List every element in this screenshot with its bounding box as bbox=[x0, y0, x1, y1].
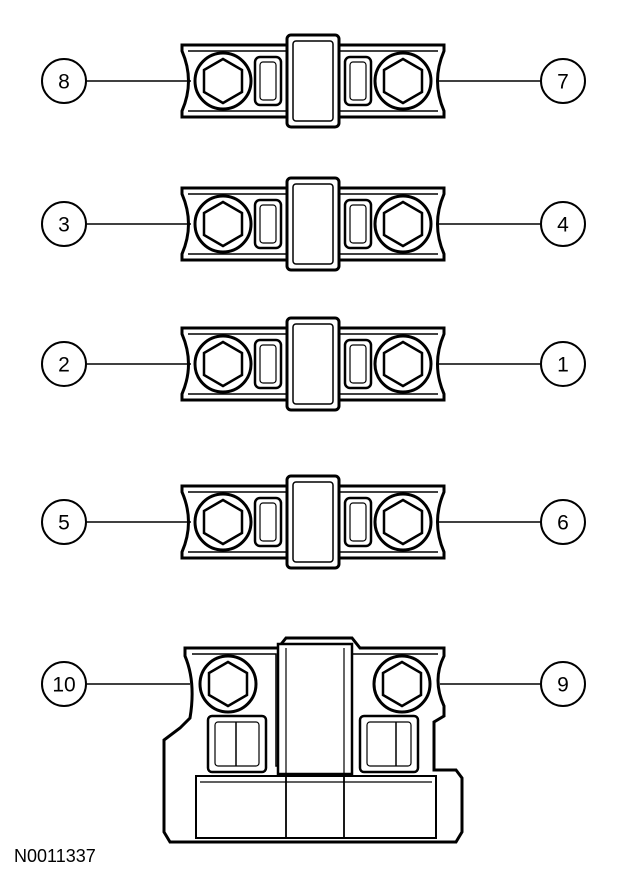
callout-number-left: 2 bbox=[58, 354, 70, 377]
callout-circle-left bbox=[41, 661, 87, 707]
callout-circle-left bbox=[41, 58, 87, 104]
callout-circle-right bbox=[540, 499, 586, 545]
callout-number-right: 1 bbox=[557, 354, 569, 377]
callout-number-left: 3 bbox=[58, 214, 70, 237]
callout-number-left: 10 bbox=[52, 674, 75, 697]
cap-row-4: 5 6 bbox=[41, 474, 586, 570]
callout-number-right: 7 bbox=[557, 71, 569, 94]
cap-row-2: 3 4 bbox=[41, 176, 586, 272]
callout-number-right: 9 bbox=[557, 674, 569, 697]
figure-id-label: N0011337 bbox=[14, 846, 96, 866]
callout-circle-right bbox=[540, 201, 586, 247]
callout-circle-right bbox=[540, 58, 586, 104]
callout-number-left: 8 bbox=[58, 71, 70, 94]
callout-circle-left bbox=[41, 341, 87, 387]
cap-row-5: 10 9 bbox=[41, 636, 586, 844]
callout-number-left: 5 bbox=[58, 512, 70, 535]
callout-circle-right bbox=[540, 341, 586, 387]
cap-row-3: 2 1 bbox=[41, 316, 586, 412]
callout-number-right: 6 bbox=[557, 512, 569, 535]
callout-circle-left bbox=[41, 499, 87, 545]
callout-circle-right bbox=[540, 661, 586, 707]
callout-circle-left bbox=[41, 201, 87, 247]
cap-row-1: 8 7 bbox=[41, 33, 586, 129]
callout-number-right: 4 bbox=[557, 214, 569, 237]
